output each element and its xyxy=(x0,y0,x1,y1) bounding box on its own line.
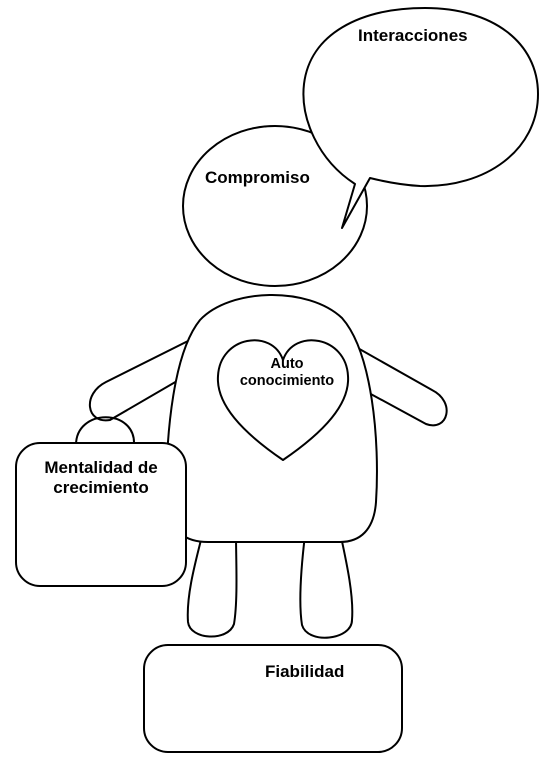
right-leg xyxy=(299,531,354,639)
mentalidad-line2: crecimiento xyxy=(53,477,149,497)
speech-bubble xyxy=(302,7,539,229)
autoconocimiento-line1: Auto xyxy=(270,356,304,372)
heart-shape xyxy=(216,339,350,461)
briefcase-handle xyxy=(75,416,136,446)
interacciones-label: Interacciones xyxy=(358,26,468,45)
autoconocimiento-label: Auto conocimiento xyxy=(233,356,341,389)
left-arm xyxy=(89,331,207,422)
head xyxy=(182,125,368,287)
mentalidad-label: Mentalidad de crecimiento xyxy=(20,458,182,497)
briefcase xyxy=(15,442,187,587)
fiabilidad-label: Fiabilidad xyxy=(265,662,345,681)
base-platform xyxy=(143,644,403,753)
compromiso-label: Compromiso xyxy=(205,168,310,187)
left-leg xyxy=(186,531,238,638)
autoconocimiento-line2: conocimiento xyxy=(239,372,335,389)
mentalidad-line1: Mentalidad de xyxy=(44,458,158,477)
